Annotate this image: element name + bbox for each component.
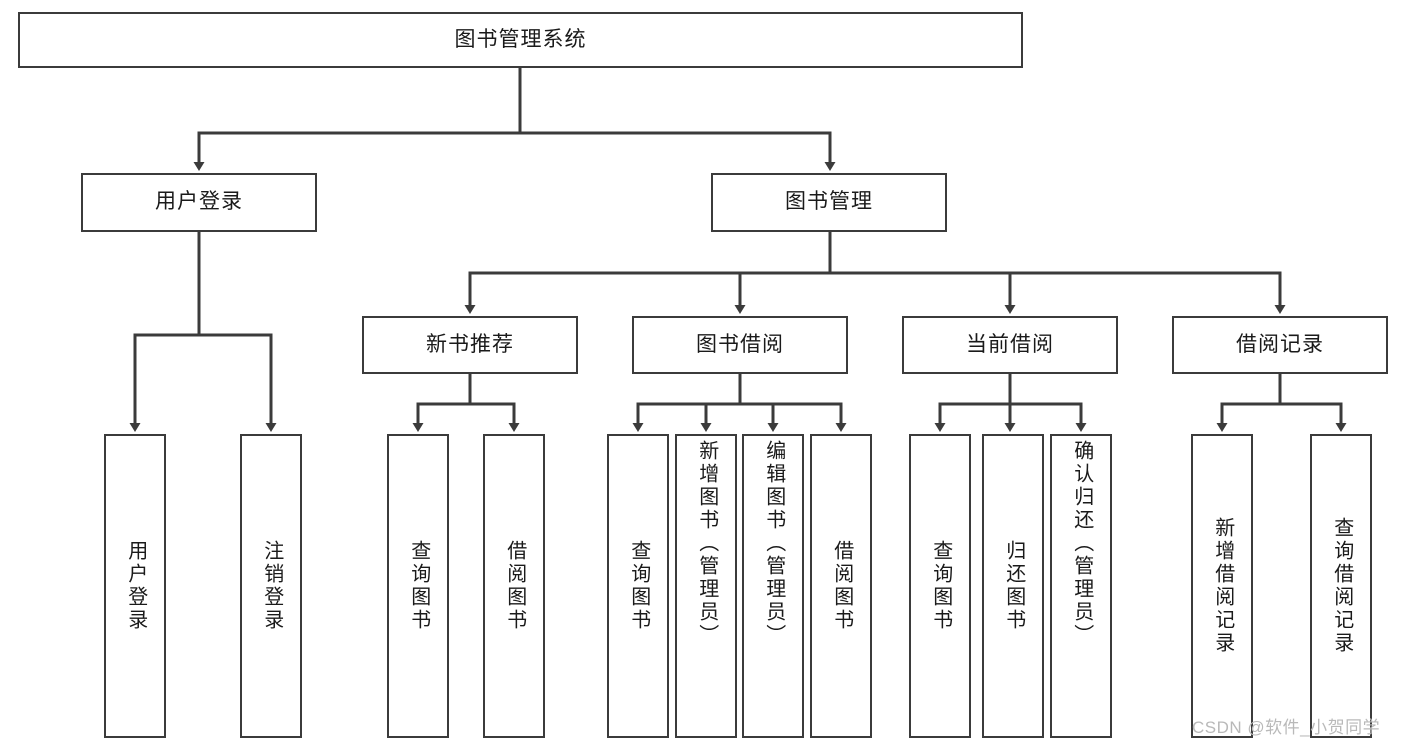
- leaf-label-wrap: 编辑图书（管理员）: [744, 436, 802, 736]
- leaf-label-wrap: 用户登录: [106, 436, 164, 736]
- leaf-label: 注销登录: [260, 540, 283, 632]
- leaf-current-confirm-return-admin[interactable]: 确认归还（管理员）: [1050, 434, 1112, 738]
- node-label: 图书借阅: [696, 332, 784, 356]
- leaf-label-wrap: 查询借阅记录: [1312, 436, 1370, 736]
- leaf-recommend-query-book[interactable]: 查询图书: [387, 434, 449, 738]
- leaf-label-wrap: 查询图书: [609, 436, 667, 736]
- leaf-label-wrap: 新增图书（管理员）: [677, 436, 735, 736]
- leaf-label: 归还图书: [1002, 540, 1025, 632]
- node-user-login[interactable]: 用户登录: [81, 173, 317, 232]
- csdn-watermark: CSDN @软件_小贺同学: [1192, 718, 1381, 737]
- leaf-recommend-borrow-book[interactable]: 借阅图书: [483, 434, 545, 738]
- leaf-current-return-book[interactable]: 归还图书: [982, 434, 1044, 738]
- leaf-borrow-add-book-admin[interactable]: 新增图书（管理员）: [675, 434, 737, 738]
- node-label: 借阅记录: [1236, 332, 1324, 356]
- node-root-system[interactable]: 图书管理系统: [18, 12, 1023, 68]
- leaf-label: 确认归还（管理员）: [1070, 440, 1093, 647]
- node-book-borrow[interactable]: 图书借阅: [632, 316, 848, 374]
- leaf-label: 借阅图书: [503, 540, 526, 632]
- leaf-borrow-query-book[interactable]: 查询图书: [607, 434, 669, 738]
- leaf-label: 查询借阅记录: [1330, 517, 1353, 655]
- leaf-label-wrap: 借阅图书: [812, 436, 870, 736]
- leaf-records-query-record[interactable]: 查询借阅记录: [1310, 434, 1372, 738]
- node-label: 新书推荐: [426, 332, 514, 356]
- leaf-label: 新增图书（管理员）: [695, 440, 718, 647]
- leaf-label-wrap: 新增借阅记录: [1193, 436, 1251, 736]
- node-new-book-recommend[interactable]: 新书推荐: [362, 316, 578, 374]
- leaf-label: 查询图书: [929, 540, 952, 632]
- leaf-label-wrap: 借阅图书: [485, 436, 543, 736]
- leaf-borrow-borrow-book[interactable]: 借阅图书: [810, 434, 872, 738]
- node-borrow-records[interactable]: 借阅记录: [1172, 316, 1388, 374]
- leaf-user-logout[interactable]: 注销登录: [240, 434, 302, 738]
- leaf-label: 编辑图书（管理员）: [762, 440, 785, 647]
- node-book-management[interactable]: 图书管理: [711, 173, 947, 232]
- node-label: 用户登录: [155, 190, 243, 214]
- leaf-label: 新增借阅记录: [1211, 517, 1234, 655]
- leaf-label: 查询图书: [627, 540, 650, 632]
- leaf-label-wrap: 确认归还（管理员）: [1052, 436, 1110, 736]
- node-label: 图书管理系统: [454, 27, 587, 51]
- node-label: 图书管理: [785, 190, 873, 214]
- leaf-borrow-edit-book-admin[interactable]: 编辑图书（管理员）: [742, 434, 804, 738]
- leaf-label-wrap: 查询图书: [389, 436, 447, 736]
- node-current-borrow[interactable]: 当前借阅: [902, 316, 1118, 374]
- leaf-records-add-record[interactable]: 新增借阅记录: [1191, 434, 1253, 738]
- leaf-label-wrap: 查询图书: [911, 436, 969, 736]
- leaf-label-wrap: 归还图书: [984, 436, 1042, 736]
- leaf-label: 借阅图书: [830, 540, 853, 632]
- node-label: 当前借阅: [966, 332, 1054, 356]
- leaf-label-wrap: 注销登录: [242, 436, 300, 736]
- leaf-user-login[interactable]: 用户登录: [104, 434, 166, 738]
- leaf-label: 用户登录: [124, 540, 147, 632]
- leaf-current-query-book[interactable]: 查询图书: [909, 434, 971, 738]
- leaf-label: 查询图书: [407, 540, 430, 632]
